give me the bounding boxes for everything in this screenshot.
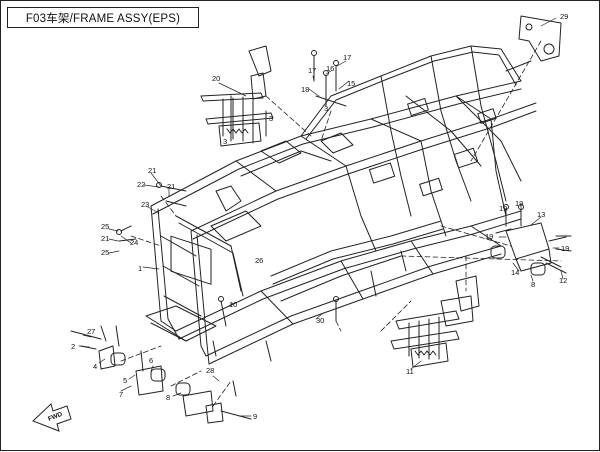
middle-cross-tubes	[235, 95, 492, 192]
callout-18: 18	[301, 85, 309, 94]
rear-seat-frame	[300, 45, 522, 252]
callout-19-c: 19	[485, 232, 493, 241]
callout-28: 28	[206, 366, 214, 375]
callout-3-b: 3	[223, 137, 227, 146]
fwd-arrow: FWD	[32, 403, 72, 432]
callout-27: 27	[87, 327, 95, 336]
callout-6: 6	[149, 356, 153, 365]
callout-5: 5	[123, 376, 127, 385]
callout-21-c: 21	[101, 234, 109, 243]
callout-8-b: 8	[166, 393, 170, 402]
callout-23: 23	[141, 200, 149, 209]
right-mount-bracket	[490, 222, 567, 276]
callout-19-a: 19	[499, 204, 507, 213]
front-frame-section	[145, 185, 262, 365]
callout-29: 29	[560, 12, 568, 21]
callout-24: 24	[130, 238, 138, 247]
upper-frame-rails	[150, 80, 537, 240]
callout-15: 15	[347, 79, 355, 88]
callout-25-b: 25	[101, 248, 109, 257]
callout-2: 2	[71, 342, 75, 351]
callout-30: 30	[316, 316, 324, 325]
callout-22: 22	[137, 180, 145, 189]
leader-lines	[78, 17, 564, 417]
callout-3-c: 3	[324, 104, 328, 113]
callout-16: 16	[326, 64, 334, 73]
callout-7: 7	[119, 390, 123, 399]
callout-8-a: 8	[531, 280, 535, 289]
callout-4: 4	[93, 362, 97, 371]
footrest-bracket-lower	[390, 275, 480, 368]
diagram-title: F03车架/FRAME ASSY(EPS)	[25, 12, 181, 25]
callout-11: 11	[406, 367, 414, 376]
callout-labels: 29 20 17 16 17 18 15 3 3 3 21 22 21 23 2…	[71, 12, 569, 421]
callout-13: 13	[537, 210, 545, 219]
callout-17-a: 17	[343, 53, 351, 62]
bolts	[100, 50, 572, 397]
guide-lines	[120, 40, 562, 407]
front-engine-mounts	[70, 330, 252, 424]
callout-1: 1	[138, 264, 142, 273]
callout-19-b: 19	[515, 199, 523, 208]
callout-12: 12	[559, 276, 567, 285]
callout-14: 14	[511, 268, 519, 277]
callout-26: 26	[255, 256, 263, 265]
callout-19-d: 19	[561, 244, 569, 253]
callout-20: 20	[212, 74, 220, 83]
lower-frame-rails	[175, 210, 522, 365]
callout-21-a: 21	[148, 166, 156, 175]
callout-25-a: 25	[101, 222, 109, 231]
callout-9: 9	[253, 412, 257, 421]
callout-10: 10	[229, 300, 237, 309]
callout-17-b: 17	[308, 66, 316, 75]
callout-21-b: 21	[167, 182, 175, 191]
rear-bracket	[505, 15, 562, 72]
callout-3-a: 3	[269, 114, 273, 123]
title-box: F03车架/FRAME ASSY(EPS)	[7, 7, 199, 28]
footrest-bracket-upper	[200, 45, 274, 147]
